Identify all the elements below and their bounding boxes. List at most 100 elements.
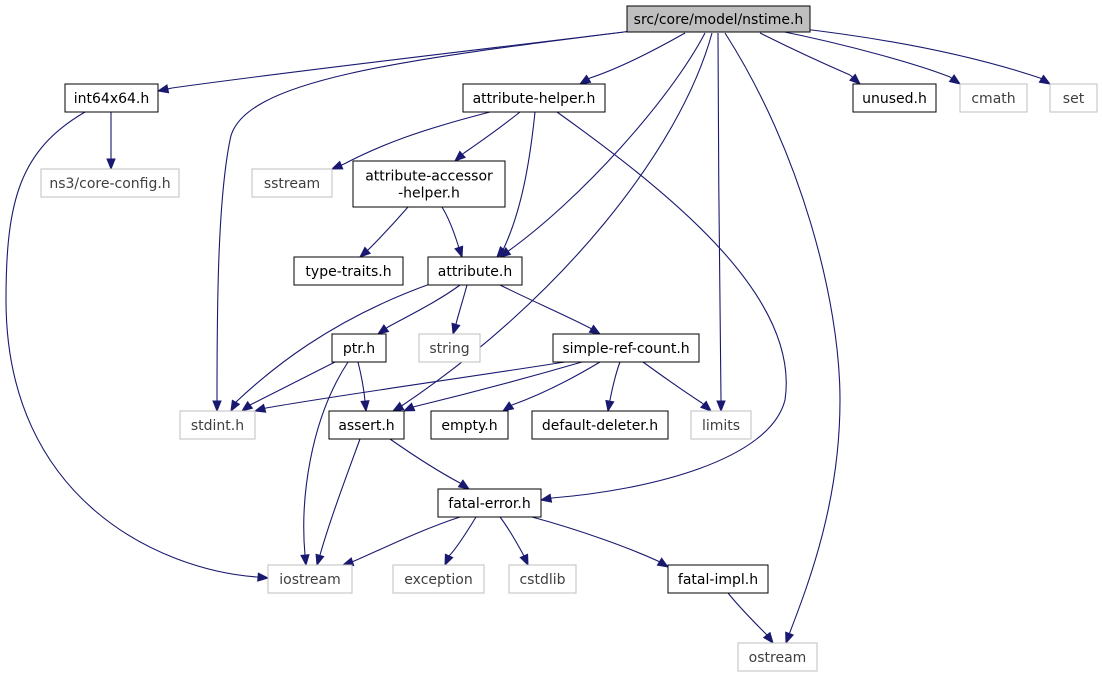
- node-label: string: [429, 341, 469, 357]
- edge-arrowhead: [253, 403, 267, 413]
- edge-assert-to-iostream: [315, 438, 361, 567]
- node-label: exception: [404, 572, 472, 588]
- node-box: [552, 333, 700, 363]
- node-box: [737, 642, 818, 672]
- edge-line: [235, 283, 431, 403]
- edge-line: [727, 592, 767, 635]
- node-string[interactable]: string: [418, 333, 481, 363]
- node-label: src/core/model/nstime.h: [634, 12, 804, 28]
- node-box: [852, 83, 937, 113]
- node-sstream[interactable]: sstream: [251, 168, 333, 198]
- edge-nstime-to-limits: [716, 32, 726, 413]
- edge-line: [463, 111, 521, 154]
- node-unused[interactable]: unused.h: [852, 83, 937, 113]
- edge-line: [448, 516, 477, 557]
- node-label: assert.h: [338, 418, 394, 434]
- edge-arrowhead: [341, 557, 355, 567]
- node-attribute[interactable]: attribute.h: [427, 256, 523, 286]
- node-ostream[interactable]: ostream: [737, 642, 818, 672]
- edge-arrowhead: [300, 554, 310, 567]
- edge-attribute-helper-to-attribute-accessor-helper: [453, 111, 521, 162]
- node-assert[interactable]: assert.h: [328, 410, 405, 440]
- edges-layer: [5, 27, 1052, 645]
- edge-line: [502, 111, 536, 251]
- node-label: type-traits.h: [305, 264, 391, 280]
- edge-line: [794, 27, 1041, 79]
- node-default-deleter[interactable]: default-deleter.h: [531, 410, 669, 440]
- edge-line: [589, 32, 686, 79]
- edge-arrowhead: [391, 401, 405, 412]
- node-limits[interactable]: limits: [690, 410, 752, 440]
- node-simple-ref-count[interactable]: simple-ref-count.h: [552, 333, 700, 363]
- node-cstdlib[interactable]: cstdlib: [508, 564, 577, 594]
- edge-simple-ref-count-to-stdint: [253, 361, 566, 413]
- edge-arrowhead: [496, 245, 508, 259]
- node-iostream[interactable]: iostream: [267, 564, 353, 594]
- node-int64x64[interactable]: int64x64.h: [64, 83, 159, 113]
- node-attribute-accessor-helper[interactable]: attribute-accessor-helper.h: [352, 160, 506, 208]
- node-box: [64, 83, 159, 113]
- node-label: cstdlib: [519, 572, 565, 588]
- node-empty[interactable]: empty.h: [430, 410, 509, 440]
- node-label: set: [1063, 91, 1085, 107]
- edge-int64x64-to-core-config: [106, 112, 116, 171]
- edge-arrowhead: [849, 73, 862, 85]
- node-core-config[interactable]: ns3/core-config.h: [40, 168, 180, 198]
- node-box: [667, 564, 769, 594]
- node-box: [352, 160, 506, 208]
- edge-attribute-accessor-helper-to-attribute: [441, 206, 464, 259]
- edge-line: [367, 206, 409, 251]
- node-box: [267, 564, 353, 594]
- node-label: default-deleter.h: [542, 418, 658, 434]
- node-label: ostream: [749, 650, 807, 666]
- edge-attribute-accessor-helper-to-type-traits: [358, 206, 409, 258]
- edge-ptr-to-stdint: [240, 361, 336, 412]
- edge-arrowhead: [1038, 74, 1052, 85]
- edge-arrowhead: [156, 84, 170, 94]
- edge-line: [759, 32, 851, 76]
- edge-fatal-impl-to-ostream: [727, 592, 774, 645]
- edge-line: [499, 284, 591, 329]
- node-exception[interactable]: exception: [392, 564, 485, 594]
- node-set[interactable]: set: [1049, 83, 1098, 113]
- edge-line: [717, 32, 722, 401]
- edge-nstime-to-cmath: [774, 29, 962, 85]
- node-cmath[interactable]: cmath: [959, 83, 1028, 113]
- node-box: [427, 256, 523, 286]
- edge-simple-ref-count-to-default-deleter: [605, 361, 621, 413]
- edge-line: [724, 32, 841, 633]
- nodes-layer: src/core/model/nstime.h int64x64.h attribu…: [40, 5, 1098, 672]
- node-stdint[interactable]: stdint.h: [179, 410, 256, 440]
- edge-connector: [849, 74, 853, 78]
- node-label: cmath: [971, 91, 1015, 107]
- node-label: int64x64.h: [74, 91, 150, 107]
- node-box: [392, 564, 485, 594]
- node-label: empty.h: [441, 418, 497, 434]
- edge-arrowhead: [948, 74, 962, 85]
- edge-line: [319, 438, 361, 556]
- edge-arrowhead: [539, 493, 553, 503]
- edge-line: [511, 361, 601, 406]
- edge-arrowhead: [106, 158, 116, 171]
- edge-arrowhead: [578, 74, 592, 85]
- node-box: [959, 83, 1028, 113]
- node-label: fatal-impl.h: [678, 572, 758, 588]
- edge-line: [387, 284, 461, 328]
- node-box: [508, 564, 577, 594]
- node-fatal-error[interactable]: fatal-error.h: [437, 488, 542, 518]
- edge-simple-ref-count-to-empty: [501, 361, 601, 412]
- edge-line: [531, 516, 661, 563]
- edge-line: [455, 284, 468, 325]
- edge-arrowhead: [762, 631, 774, 645]
- node-ptr[interactable]: ptr.h: [331, 333, 387, 363]
- node-fatal-impl[interactable]: fatal-impl.h: [667, 564, 769, 594]
- edge-arrowhead: [240, 400, 254, 412]
- edge-arrowhead: [785, 631, 795, 645]
- edge-connector: [167, 87, 173, 90]
- node-attribute-helper[interactable]: attribute-helper.h: [462, 83, 606, 113]
- edge-line: [303, 361, 349, 556]
- node-nstime[interactable]: src/core/model/nstime.h: [626, 5, 811, 33]
- node-type-traits[interactable]: type-traits.h: [293, 256, 404, 286]
- edge-arrowhead: [716, 400, 726, 413]
